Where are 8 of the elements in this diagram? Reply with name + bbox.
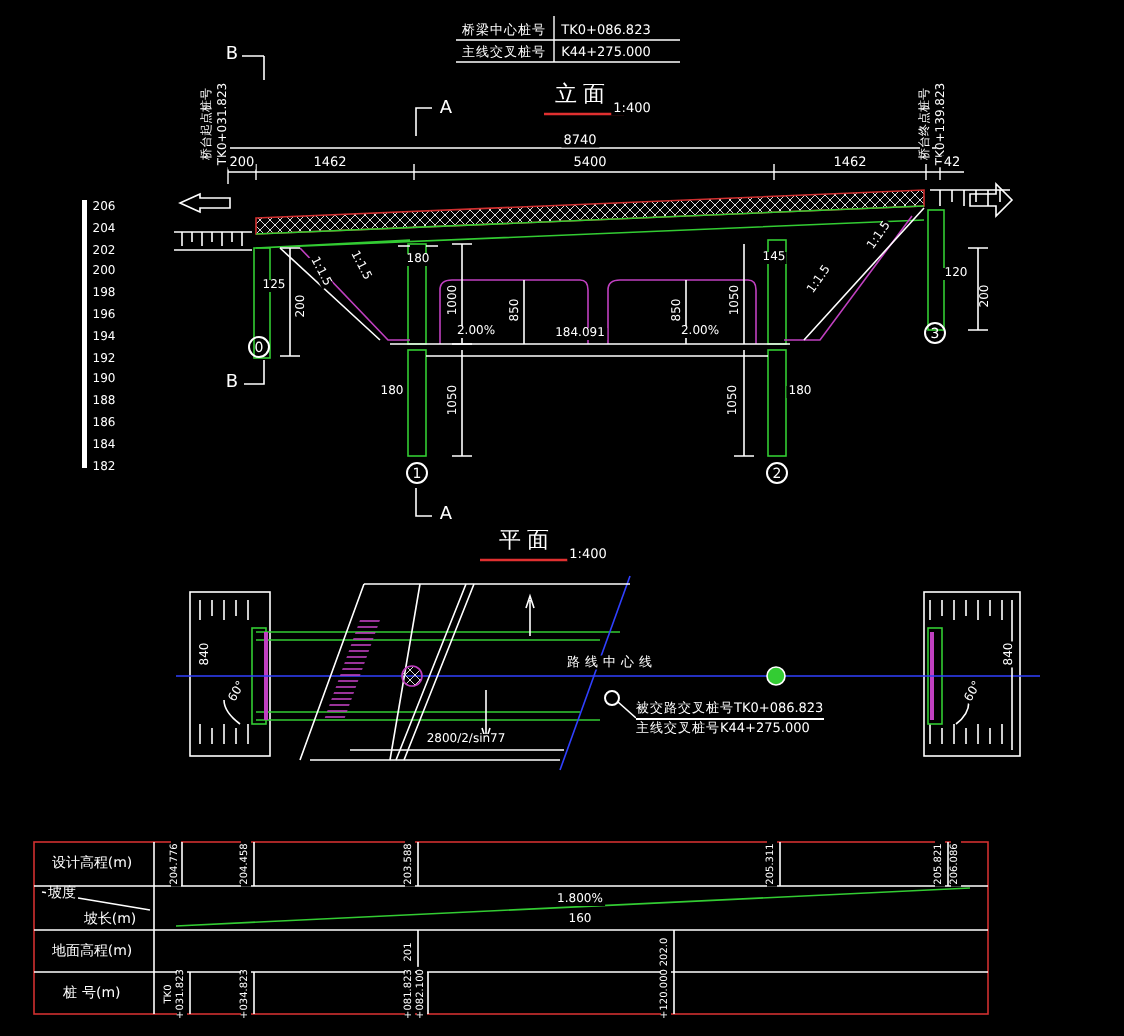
section-letter: A bbox=[437, 507, 455, 525]
view-title: 立 面 bbox=[552, 83, 608, 105]
view-title: 平 面 bbox=[496, 529, 552, 551]
section-letter: A bbox=[437, 101, 455, 119]
leader-line bbox=[617, 701, 637, 719]
crossing-marker bbox=[604, 690, 620, 706]
section-letter: B bbox=[223, 375, 241, 393]
section-letter: B bbox=[223, 47, 241, 65]
